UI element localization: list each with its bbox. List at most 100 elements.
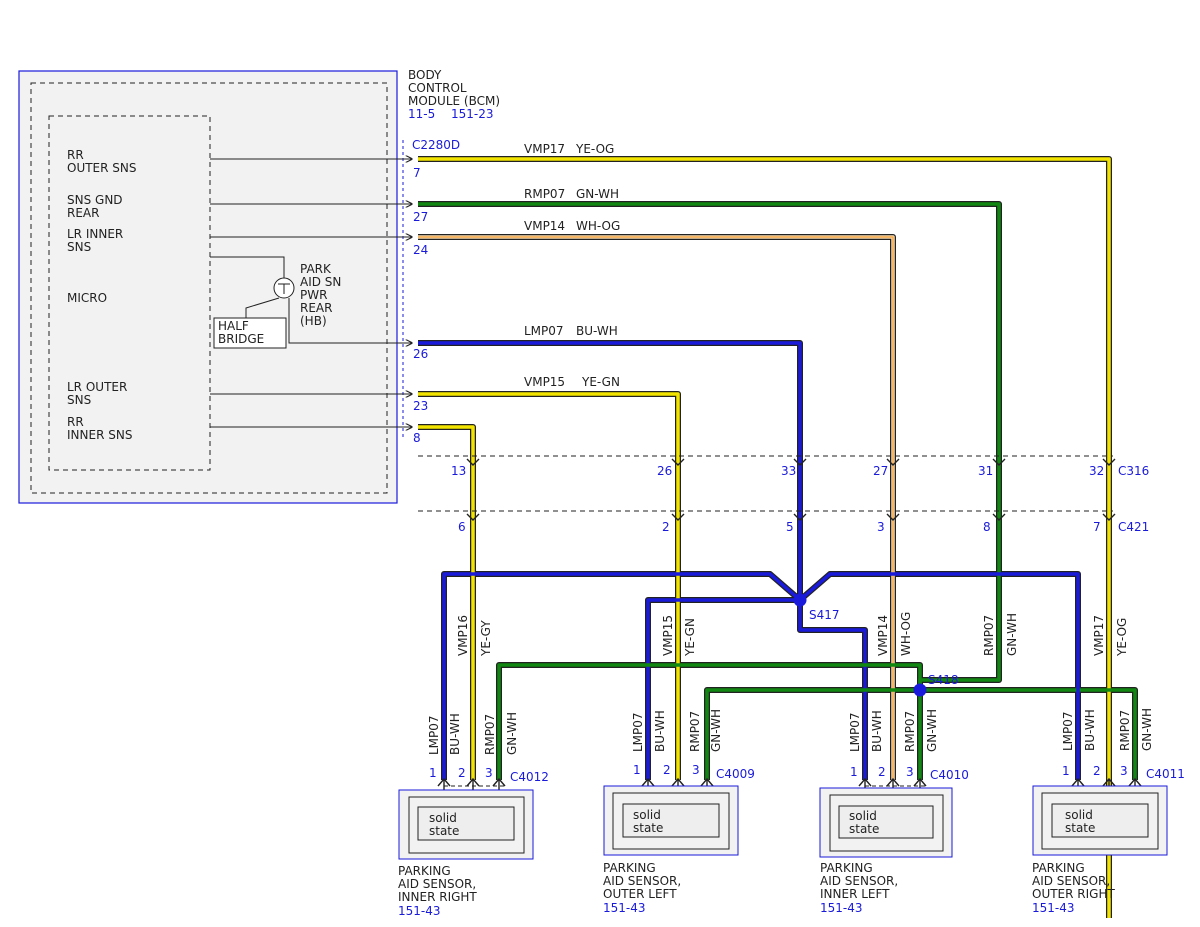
c421-pin-5: 5 [786, 520, 794, 534]
s3-name-3: INNER LEFT [820, 887, 890, 901]
connector-c4009[interactable]: C4009 [716, 767, 755, 781]
splice-s417-label[interactable]: S417 [809, 608, 840, 622]
s2-name-1: PARKING [603, 861, 656, 875]
sensor-outer-right: LMP07 BU-WH RMP07 GN-WH 1 2 3 C4011 soli… [1032, 708, 1185, 915]
s4-pin-2: 2 [1093, 764, 1101, 778]
s2-pin-2: 2 [663, 763, 671, 777]
s4-pin-1: 1 [1062, 764, 1070, 778]
s4-lmp07: LMP07 [1061, 711, 1075, 751]
s2-lmp07: LMP07 [631, 712, 645, 752]
s3-name-2: AID SENSOR, [820, 874, 898, 888]
sensor-inner-right: LMP07 BU-WH RMP07 GN-WH 1 2 3 C4012 soli… [398, 712, 549, 918]
vlabel-ye-og: YE-OG [1115, 618, 1129, 657]
splice-s417-dot [793, 593, 807, 607]
vlabel-ye-gn: YE-GN [683, 618, 697, 657]
pin-27: 27 [413, 210, 428, 224]
s1-body-2: state [429, 824, 459, 838]
input-label-rr-inner-2: INNER SNS [67, 428, 132, 442]
connector-c4010[interactable]: C4010 [930, 768, 969, 782]
s4-body-2: state [1065, 821, 1095, 835]
c421-pin-2: 2 [662, 520, 670, 534]
wire-lmp07 [418, 341, 867, 780]
s1-bu-wh: BU-WH [448, 713, 462, 755]
s4-name-1: PARKING [1032, 861, 1085, 875]
s3-body-1: solid [849, 809, 877, 823]
s2-name-2: AID SENSOR, [603, 874, 681, 888]
pin-23: 23 [413, 399, 428, 413]
input-label-park-aid-2: AID SN [300, 275, 341, 289]
input-label-park-aid-5: (HB) [300, 314, 327, 328]
s1-gn-wh: GN-WH [505, 712, 519, 755]
vlabel-vmp17: VMP17 [1092, 615, 1106, 656]
s2-body-2: state [633, 821, 663, 835]
s2-ref[interactable]: 151-43 [603, 901, 646, 915]
connector-c316: 13 26 33 27 31 32 C316 [418, 455, 1149, 478]
c316-pin-13: 13 [451, 464, 466, 478]
body-control-module: BODY CONTROL MODULE (BCM) 11-5 151-23 C2… [18, 68, 500, 504]
sensor-outer-left: LMP07 BU-WH RMP07 GN-WH 1 2 3 C4009 soli… [603, 709, 755, 915]
input-label-park-aid-4: REAR [300, 301, 332, 315]
s4-name-3: OUTER RIGHT [1032, 887, 1115, 901]
horizontal-wire-labels: VMP17 YE-OG RMP07 GN-WH VMP14 WH-OG LMP0… [524, 142, 620, 389]
splice-s418-label[interactable]: S418 [928, 673, 959, 687]
s2-gn-wh: GN-WH [709, 709, 723, 752]
wire-rmp07 [418, 202, 1137, 780]
s2-rmp07: RMP07 [688, 711, 702, 752]
module-ref-2[interactable]: 151-23 [451, 107, 494, 121]
c316-pin-26: 26 [657, 464, 672, 478]
input-label-park-aid-3: PWR [300, 288, 327, 302]
s1-ref[interactable]: 151-43 [398, 904, 441, 918]
s3-pin-2: 2 [878, 765, 886, 779]
s3-ref[interactable]: 151-43 [820, 901, 863, 915]
module-title-line-1: BODY [408, 68, 442, 82]
s3-lmp07: LMP07 [848, 712, 862, 752]
input-label-rr-inner-1: RR [67, 415, 84, 429]
s3-body-2: state [849, 822, 879, 836]
s3-pin-1: 1 [850, 765, 858, 779]
s1-name-2: AID SENSOR, [398, 877, 476, 891]
vlabel-vmp14: VMP14 [876, 615, 890, 656]
pin-8: 8 [413, 431, 421, 445]
input-label-sns-gnd-2: REAR [67, 206, 99, 220]
label-vmp17: VMP17 [524, 142, 565, 156]
vlabel-gn-wh: GN-WH [1005, 613, 1019, 656]
s4-ref[interactable]: 151-43 [1032, 901, 1075, 915]
s1-rmp07: RMP07 [483, 714, 497, 755]
wire-vmp15 [418, 392, 680, 780]
s2-pin-3: 3 [692, 763, 700, 777]
input-label-sns-gnd-1: SNS GND [67, 193, 123, 207]
s1-lmp07: LMP07 [427, 715, 441, 755]
label-wh-og: WH-OG [576, 219, 620, 233]
s4-gn-wh: GN-WH [1140, 708, 1154, 751]
module-ref-1[interactable]: 11-5 [408, 107, 435, 121]
connector-c4011[interactable]: C4011 [1146, 767, 1185, 781]
c316-label[interactable]: C316 [1118, 464, 1149, 478]
s2-body-1: solid [633, 808, 661, 822]
c421-pin-7: 7 [1093, 520, 1101, 534]
s1-pin-2: 2 [458, 766, 466, 780]
vlabel-vmp15: VMP15 [661, 615, 675, 656]
vlabel-wh-og: WH-OG [899, 612, 913, 656]
label-rmp07: RMP07 [524, 187, 565, 201]
label-gn-wh: GN-WH [576, 187, 619, 201]
label-vmp15: VMP15 [524, 375, 565, 389]
s4-name-2: AID SENSOR, [1032, 874, 1110, 888]
input-label-park-aid-1: PARK [300, 262, 332, 276]
connector-c4012[interactable]: C4012 [510, 770, 549, 784]
s1-name-1: PARKING [398, 864, 451, 878]
s4-rmp07: RMP07 [1118, 710, 1132, 751]
wire-vmp17 [418, 157, 1111, 918]
input-label-rr-outer-2: OUTER SNS [67, 161, 137, 175]
connector-c2280d[interactable]: C2280D [412, 138, 460, 152]
s2-bu-wh: BU-WH [653, 710, 667, 752]
c421-label[interactable]: C421 [1118, 520, 1149, 534]
half-bridge-line-2: BRIDGE [218, 332, 264, 346]
s1-pin-3: 3 [485, 766, 493, 780]
input-label-lr-inner-2: SNS [67, 240, 91, 254]
wire-vmp16 [418, 425, 475, 780]
c421-pin-6: 6 [458, 520, 466, 534]
label-ye-og: YE-OG [575, 142, 614, 156]
vertical-wire-labels: VMP16 YE-GY VMP15 YE-GN VMP14 WH-OG RMP0… [456, 612, 1129, 657]
s1-name-3: INNER RIGHT [398, 890, 477, 904]
vlabel-ye-gy: YE-GY [479, 620, 493, 657]
